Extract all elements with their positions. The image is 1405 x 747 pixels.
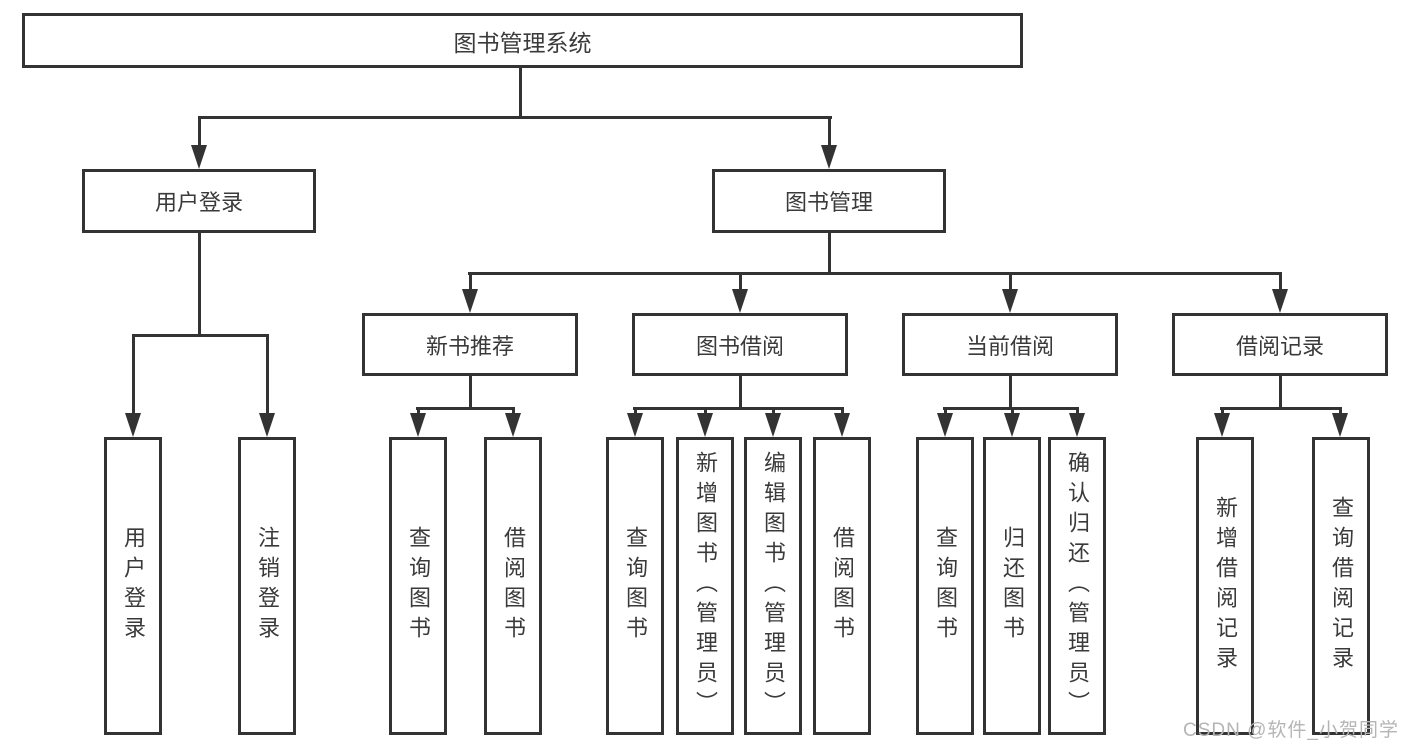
arrow-down-icon — [462, 289, 478, 313]
connector-line — [1279, 272, 1282, 291]
connector-line — [198, 116, 832, 119]
connector-line — [1009, 272, 1012, 291]
connector-line — [944, 407, 947, 415]
node-book-borrowing: 图书借阅 — [632, 313, 848, 376]
node-label: 图书管理系统 — [453, 29, 592, 56]
connector-line — [417, 407, 420, 415]
node-label: 新增借阅记录 — [1213, 496, 1238, 676]
arrow-down-icon — [732, 289, 748, 313]
leaf-borrowing-edit-books-admin: 编辑图书（管理员） — [744, 437, 802, 735]
connector-line — [633, 407, 844, 410]
leaf-records-query-record: 查询借阅记录 — [1312, 437, 1370, 735]
arrow-down-icon — [259, 413, 275, 437]
node-label: 归还图书 — [1000, 526, 1025, 646]
node-label: 查询图书 — [406, 526, 431, 646]
arrow-down-icon — [697, 413, 713, 437]
arrow-down-icon — [765, 413, 781, 437]
connector-line — [1221, 407, 1224, 415]
arrow-down-icon — [821, 145, 837, 169]
connector-line — [634, 407, 637, 415]
node-label: 借阅记录 — [1235, 333, 1324, 359]
connector-line — [1220, 407, 1342, 410]
leaf-borrowing-query-books: 查询图书 — [606, 437, 664, 735]
connector-line — [1339, 407, 1342, 415]
node-label: 图书管理 — [784, 190, 873, 215]
leaf-borrowing-add-books-admin: 新增图书（管理员） — [676, 437, 734, 735]
arrow-down-icon — [125, 413, 141, 437]
connector-line — [468, 272, 1282, 275]
connector-line — [266, 334, 269, 415]
node-label: 用户登录 — [121, 526, 146, 646]
leaf-borrowing-borrow-books: 借阅图书 — [813, 437, 871, 735]
arrow-down-icon — [505, 413, 521, 437]
leaf-user-login: 用户登录 — [104, 437, 162, 735]
node-book-management: 图书管理 — [712, 169, 946, 233]
node-label: 新增图书（管理员） — [693, 451, 718, 721]
node-user-login: 用户登录 — [82, 169, 316, 233]
leaf-recommend-query-books: 查询图书 — [389, 437, 447, 735]
connector-line — [198, 233, 201, 335]
node-current-borrowing: 当前借阅 — [902, 313, 1118, 376]
node-label: 注销登录 — [255, 526, 280, 646]
csdn-watermark: CSDN @软件_小贺同学 — [1183, 720, 1399, 741]
node-new-book-recommend: 新书推荐 — [362, 313, 578, 376]
arrow-down-icon — [834, 413, 850, 437]
connector-line — [198, 116, 201, 147]
leaf-records-add-record: 新增借阅记录 — [1196, 437, 1254, 735]
node-label: 当前借阅 — [965, 333, 1054, 359]
node-label: 查询借阅记录 — [1329, 496, 1354, 676]
arrow-down-icon — [1069, 413, 1085, 437]
node-label: 编辑图书（管理员） — [761, 451, 786, 721]
node-borrowing-records: 借阅记录 — [1172, 313, 1388, 376]
leaf-current-return-books: 归还图书 — [983, 437, 1041, 735]
leaf-current-query-books: 查询图书 — [916, 437, 974, 735]
arrow-down-icon — [937, 413, 953, 437]
arrow-down-icon — [627, 413, 643, 437]
leaf-recommend-borrow-books: 借阅图书 — [484, 437, 542, 735]
arrow-down-icon — [1214, 413, 1230, 437]
node-label: 借阅图书 — [830, 526, 855, 646]
connector-line — [841, 407, 844, 415]
connector-line — [1011, 407, 1014, 415]
node-label: 借阅图书 — [501, 526, 526, 646]
leaf-current-confirm-return-admin: 确认归还（管理员） — [1048, 437, 1106, 735]
connector-line — [739, 272, 742, 291]
connector-line — [519, 68, 522, 117]
connector-line — [739, 376, 742, 408]
connector-line — [704, 407, 707, 415]
node-library-management-system: 图书管理系统 — [22, 13, 1023, 68]
arrow-down-icon — [1272, 289, 1288, 313]
connector-line — [1279, 376, 1282, 408]
connector-line — [772, 407, 775, 415]
connector-line — [132, 334, 269, 337]
connector-line — [416, 407, 515, 410]
connector-line — [1076, 407, 1079, 415]
connector-line — [469, 376, 472, 408]
connector-line — [469, 272, 472, 291]
connector-line — [1009, 376, 1012, 408]
connector-line — [828, 116, 831, 147]
node-label: 用户登录 — [154, 190, 243, 215]
connector-line — [828, 233, 831, 273]
node-label: 查询图书 — [933, 526, 958, 646]
node-label: 新书推荐 — [425, 333, 514, 359]
connector-line — [132, 334, 135, 415]
arrow-down-icon — [410, 413, 426, 437]
arrow-down-icon — [1004, 413, 1020, 437]
leaf-logout: 注销登录 — [238, 437, 296, 735]
arrow-down-icon — [1002, 289, 1018, 313]
node-label: 图书借阅 — [695, 333, 784, 359]
arrow-down-icon — [191, 145, 207, 169]
connector-line — [512, 407, 515, 415]
arrow-down-icon — [1332, 413, 1348, 437]
node-label: 确认归还（管理员） — [1065, 451, 1090, 721]
node-label: 查询图书 — [623, 526, 648, 646]
